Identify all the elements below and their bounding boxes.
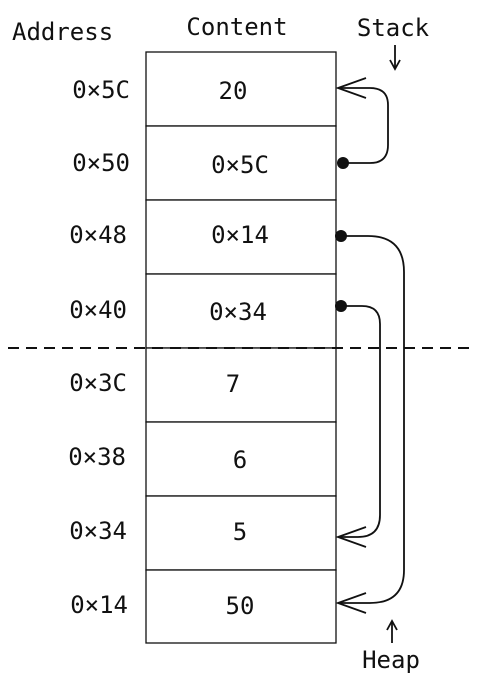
memory-cell — [145, 569, 337, 644]
memory-row: 0×48 0×14 — [69, 199, 337, 275]
cell-value: 0×5C — [211, 151, 269, 179]
address-label: 0×34 — [69, 517, 127, 545]
content-header: Content — [186, 13, 287, 41]
memory-cell — [145, 347, 337, 423]
cell-value: 5 — [233, 518, 247, 546]
address-label: 0×38 — [68, 443, 126, 471]
memory-row: 0×14 50 — [70, 569, 337, 644]
memory-row: 0×3C 7 — [69, 347, 337, 423]
memory-row: 0×5C 20 — [72, 51, 337, 127]
pointer-arrow — [335, 300, 381, 548]
memory-cell — [145, 51, 337, 127]
stack-label: Stack — [357, 14, 430, 42]
address-label: 0×40 — [69, 296, 127, 324]
cell-value: 6 — [233, 446, 247, 474]
cell-value: 50 — [226, 592, 255, 620]
address-label: 0×50 — [72, 149, 130, 177]
address-header: Address — [12, 18, 113, 46]
cell-value: 20 — [219, 77, 248, 105]
pointer-arrow — [335, 77, 389, 169]
memory-row: 0×38 6 — [68, 421, 337, 497]
memory-row: 0×50 0×5C — [72, 125, 337, 201]
memory-row: 0×40 0×34 — [69, 273, 337, 349]
heap-label: Heap — [362, 646, 420, 674]
memory-cell — [145, 421, 337, 497]
stack-indicator-arrow — [389, 45, 401, 71]
pointer-arrow — [335, 230, 405, 614]
memory-cell — [145, 495, 337, 571]
memory-cell — [145, 125, 337, 201]
address-label: 0×5C — [72, 76, 130, 104]
cell-value: 0×34 — [209, 298, 267, 326]
heap-indicator-arrow — [386, 619, 398, 643]
cell-value: 0×14 — [211, 221, 269, 249]
memory-row: 0×34 5 — [69, 495, 337, 571]
memory-cell — [145, 273, 337, 349]
memory-cell — [145, 199, 337, 275]
address-label: 0×3C — [69, 369, 127, 397]
cell-value: 7 — [226, 370, 240, 398]
address-label: 0×14 — [70, 591, 128, 619]
address-label: 0×48 — [69, 221, 127, 249]
